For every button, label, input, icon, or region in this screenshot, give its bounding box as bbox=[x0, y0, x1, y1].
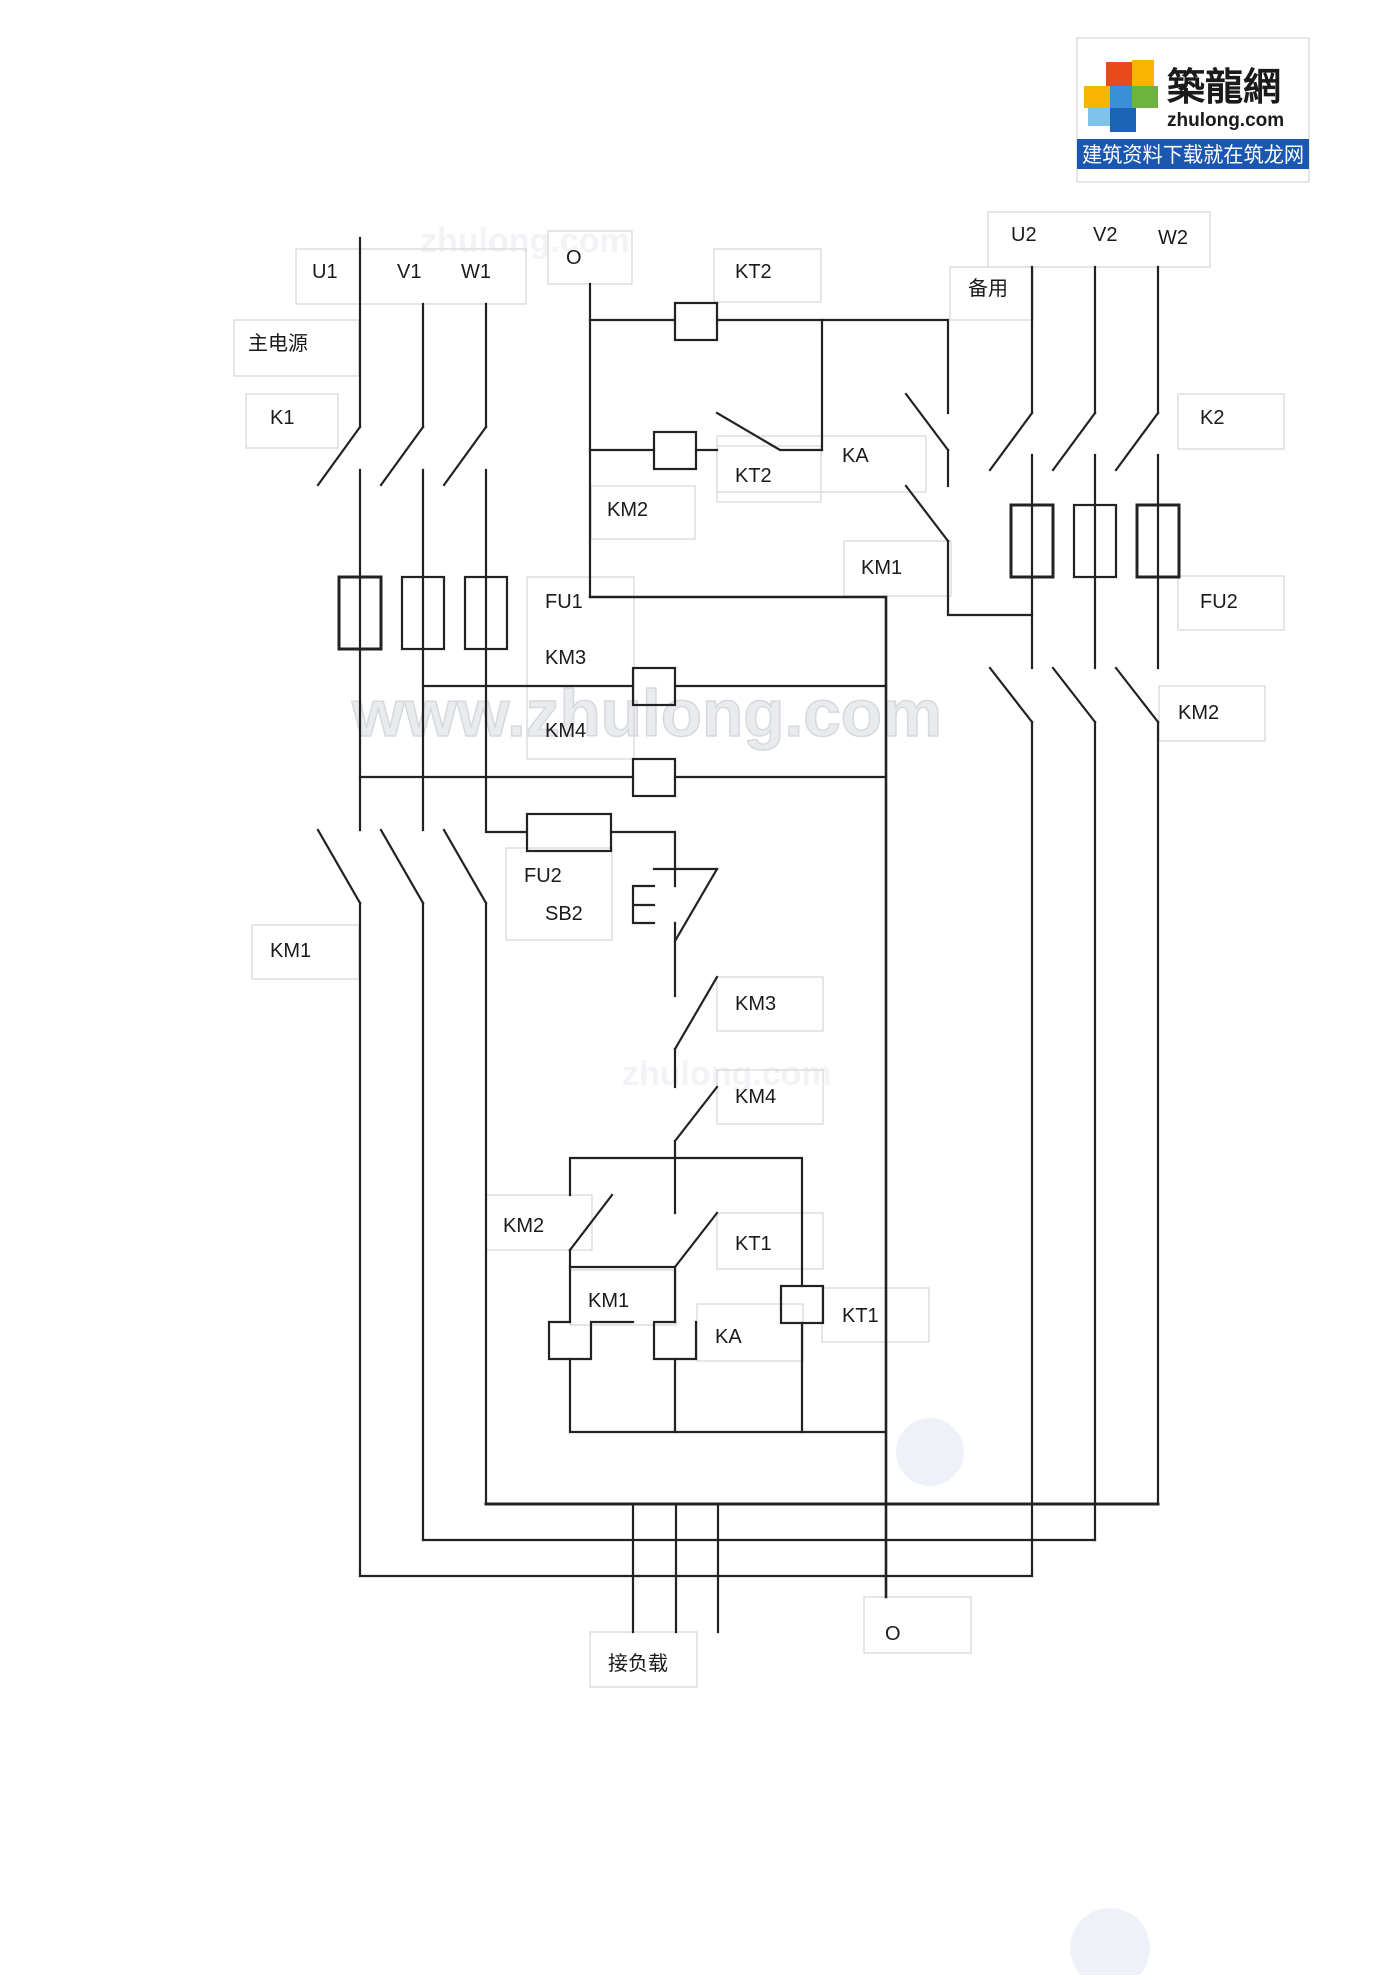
label-km4-top: KM4 bbox=[545, 720, 586, 742]
label-load: 接负载 bbox=[608, 1652, 668, 1675]
contact-km4-ctrl bbox=[673, 1085, 719, 1143]
label-o-bottom: O bbox=[885, 1623, 901, 1645]
switch-k2-u2 bbox=[988, 411, 1034, 472]
label-w2: W2 bbox=[1158, 227, 1188, 249]
contact-km1-w1 bbox=[442, 828, 488, 905]
contact-ka-upper bbox=[904, 392, 950, 452]
coil-km4 bbox=[631, 757, 677, 798]
label-kt1-contact: KT1 bbox=[735, 1233, 772, 1255]
label-sb2: SB2 bbox=[545, 903, 583, 925]
coil-kt2-top bbox=[673, 301, 719, 342]
logo-name: 築龍網 bbox=[1167, 67, 1281, 109]
label-v1: V1 bbox=[397, 261, 421, 283]
coil-km1-ctrl bbox=[547, 1320, 635, 1361]
zhulong-logo: 築龍網 zhulong.com 建筑资料下载就在筑龙网 bbox=[1076, 37, 1310, 183]
contact-km1-u1 bbox=[316, 828, 362, 905]
label-km1-left: KM1 bbox=[270, 940, 311, 962]
label-fu2-right: FU2 bbox=[1200, 591, 1238, 613]
label-main-power: 主电源 bbox=[248, 332, 308, 355]
switch-k1-u1 bbox=[316, 425, 362, 487]
wiring bbox=[316, 236, 1181, 1634]
contact-kt1-ctrl bbox=[673, 1211, 719, 1269]
coil-ka-ctrl bbox=[652, 1320, 698, 1361]
watermark-snowflake-icon bbox=[896, 1418, 1150, 1980]
label-ka-ctrl: KA bbox=[715, 1326, 742, 1348]
label-u1: U1 bbox=[312, 261, 338, 283]
label-kt2-top: KT2 bbox=[735, 261, 772, 283]
labels: U1 V1 W1 O KT2 U2 V2 W2 备用 主电源 K1 K2 KT2… bbox=[248, 224, 1238, 1675]
label-fu2-ctrl: FU2 bbox=[524, 865, 562, 887]
label-o-top: O bbox=[566, 247, 582, 269]
snowflake-logo-icon bbox=[1084, 60, 1158, 132]
label-u2: U2 bbox=[1011, 224, 1037, 246]
watermark-top: zhulong.com bbox=[420, 222, 630, 260]
label-km2-top: KM2 bbox=[607, 499, 648, 521]
contact-km2-ctrl bbox=[568, 1193, 614, 1252]
switch-k2-w2 bbox=[1114, 411, 1160, 472]
fuse-fu2-ctrl bbox=[525, 812, 613, 853]
watermark-middle: www.zhulong.com bbox=[351, 676, 942, 750]
watermark-lower: zhulong.com bbox=[622, 1055, 832, 1093]
label-w1: W1 bbox=[461, 261, 491, 283]
logo-slogan: 建筑资料下载就在筑龙网 bbox=[1082, 144, 1304, 167]
label-kt1-coil: KT1 bbox=[842, 1305, 879, 1327]
switch-k1-w1 bbox=[442, 425, 488, 487]
label-v2: V2 bbox=[1093, 224, 1117, 246]
label-k2: K2 bbox=[1200, 407, 1224, 429]
button-sb2 bbox=[652, 867, 719, 943]
label-km2-ctrl: KM2 bbox=[503, 1215, 544, 1237]
contact-kt2 bbox=[715, 411, 824, 452]
contact-km3-ctrl bbox=[673, 975, 719, 1051]
switch-k1-v1 bbox=[379, 425, 425, 487]
switch-k2-v2 bbox=[1051, 411, 1097, 472]
contact-ka-lower bbox=[904, 484, 950, 543]
label-km2-right: KM2 bbox=[1178, 702, 1219, 724]
label-km4-ctrl: KM4 bbox=[735, 1086, 776, 1108]
contact-km1-v1 bbox=[379, 828, 425, 905]
contact-km2-u2 bbox=[988, 666, 1034, 724]
label-kt2-mid: KT2 bbox=[735, 465, 772, 487]
label-km1-top: KM1 bbox=[861, 557, 902, 579]
label-ka-top: KA bbox=[842, 445, 869, 467]
label-km3-ctrl: KM3 bbox=[735, 993, 776, 1015]
label-boxes bbox=[233, 211, 1285, 1688]
label-fu1: FU1 bbox=[545, 591, 583, 613]
contact-km2-w2 bbox=[1114, 666, 1160, 724]
coil-km2-top bbox=[652, 430, 698, 471]
contact-km2-v2 bbox=[1051, 666, 1097, 724]
label-standby: 备用 bbox=[968, 277, 1008, 300]
label-km3-top: KM3 bbox=[545, 647, 586, 669]
label-k1: K1 bbox=[270, 407, 294, 429]
logo-domain: zhulong.com bbox=[1167, 110, 1284, 131]
label-km1-ctrl: KM1 bbox=[588, 1290, 629, 1312]
